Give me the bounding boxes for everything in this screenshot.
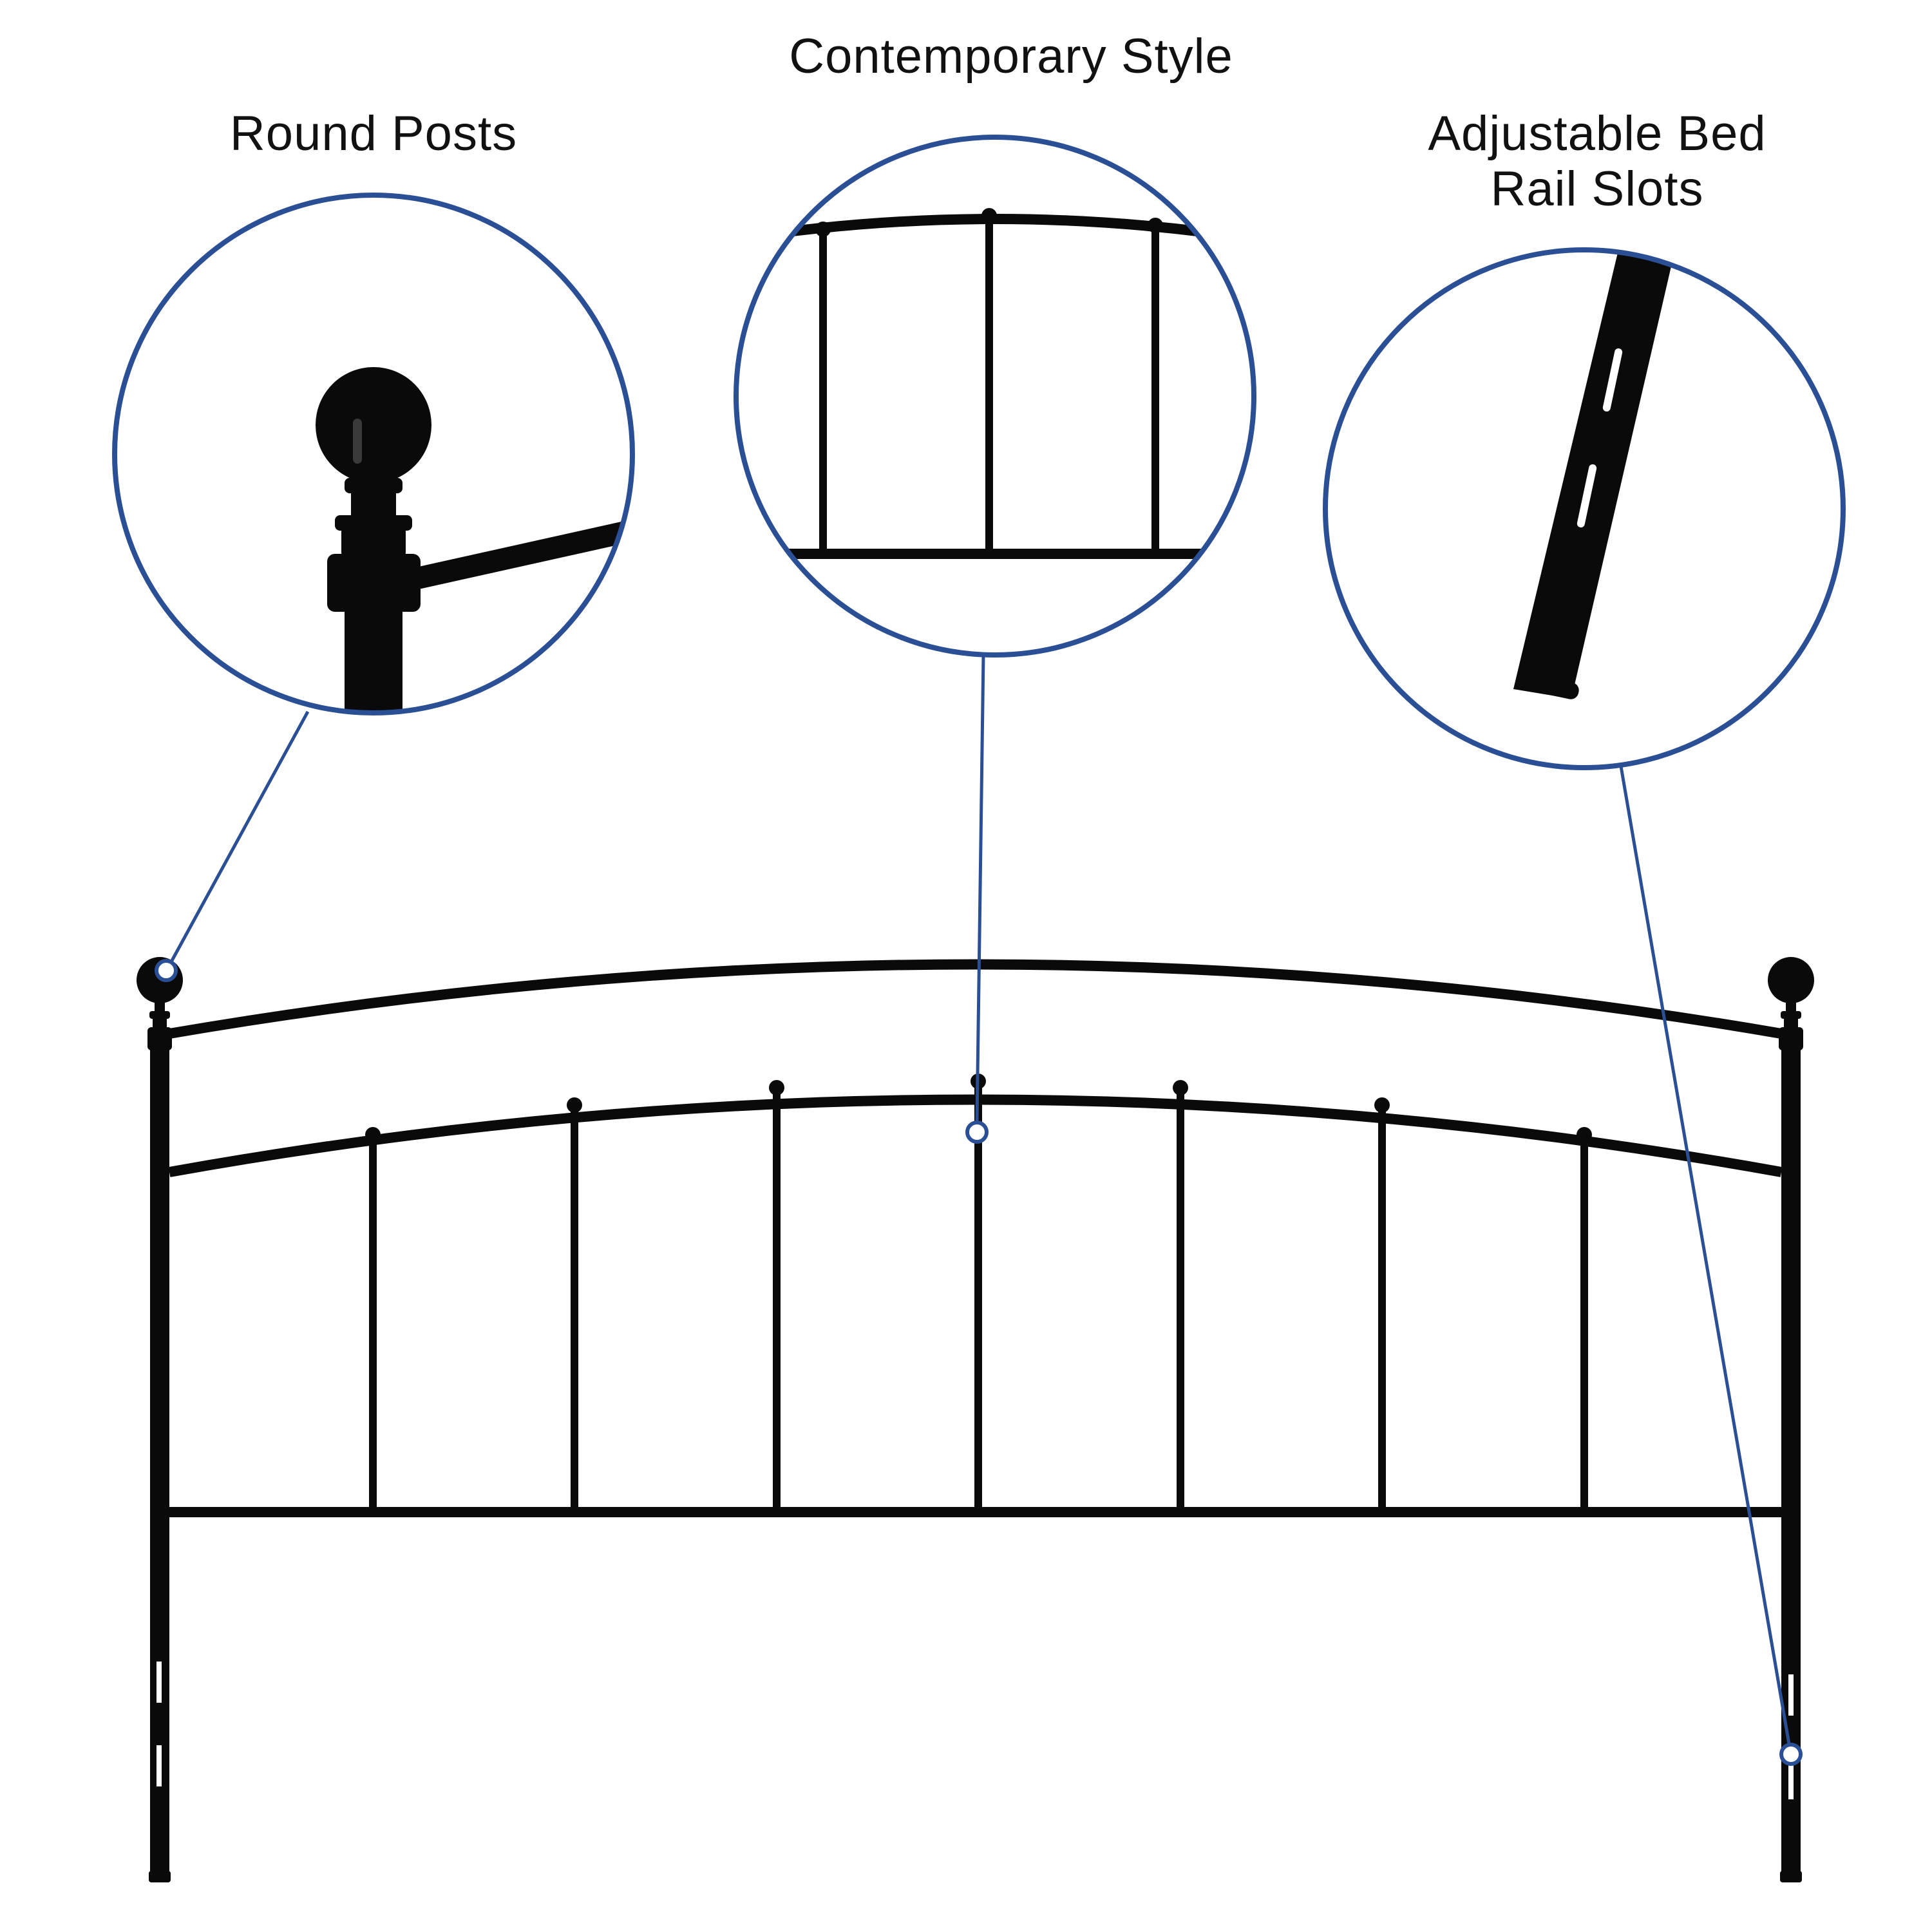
zoom-circle-b: [734, 135, 1256, 658]
leader-dot-b: [965, 1121, 989, 1144]
zoom-round-posts: [112, 193, 635, 982]
zoom-adjustable-slots: [1323, 247, 1846, 1766]
label-round-posts: Round Posts: [229, 106, 518, 161]
right-slot-2: [1788, 1758, 1794, 1799]
top-rail: [168, 959, 1783, 1039]
left-post: [137, 957, 183, 1882]
zoom-contemporary-style: [734, 135, 1256, 1144]
zoom-circle-c: [1323, 247, 1846, 770]
left-slot-2: [156, 1745, 162, 1786]
spindles: [365, 1074, 1592, 1511]
leader-dot-c: [1779, 1743, 1803, 1766]
zoom-circle-a: [112, 193, 635, 715]
leader-line-a: [168, 710, 310, 965]
right-slot-1: [1788, 1674, 1794, 1716]
leader-line-b: [975, 654, 985, 1122]
leader-dot-a: [155, 959, 178, 982]
right-post: [1768, 957, 1814, 1882]
headboard: [137, 957, 1814, 1882]
label-adjustable-bed-rail-slots: Adjustable Bed Rail Slots: [1428, 106, 1766, 216]
label-contemporary-style: Contemporary Style: [789, 29, 1233, 84]
right-finial-ball: [1768, 957, 1814, 1003]
left-slot-1: [156, 1662, 162, 1703]
leader-line-c: [1619, 766, 1791, 1745]
